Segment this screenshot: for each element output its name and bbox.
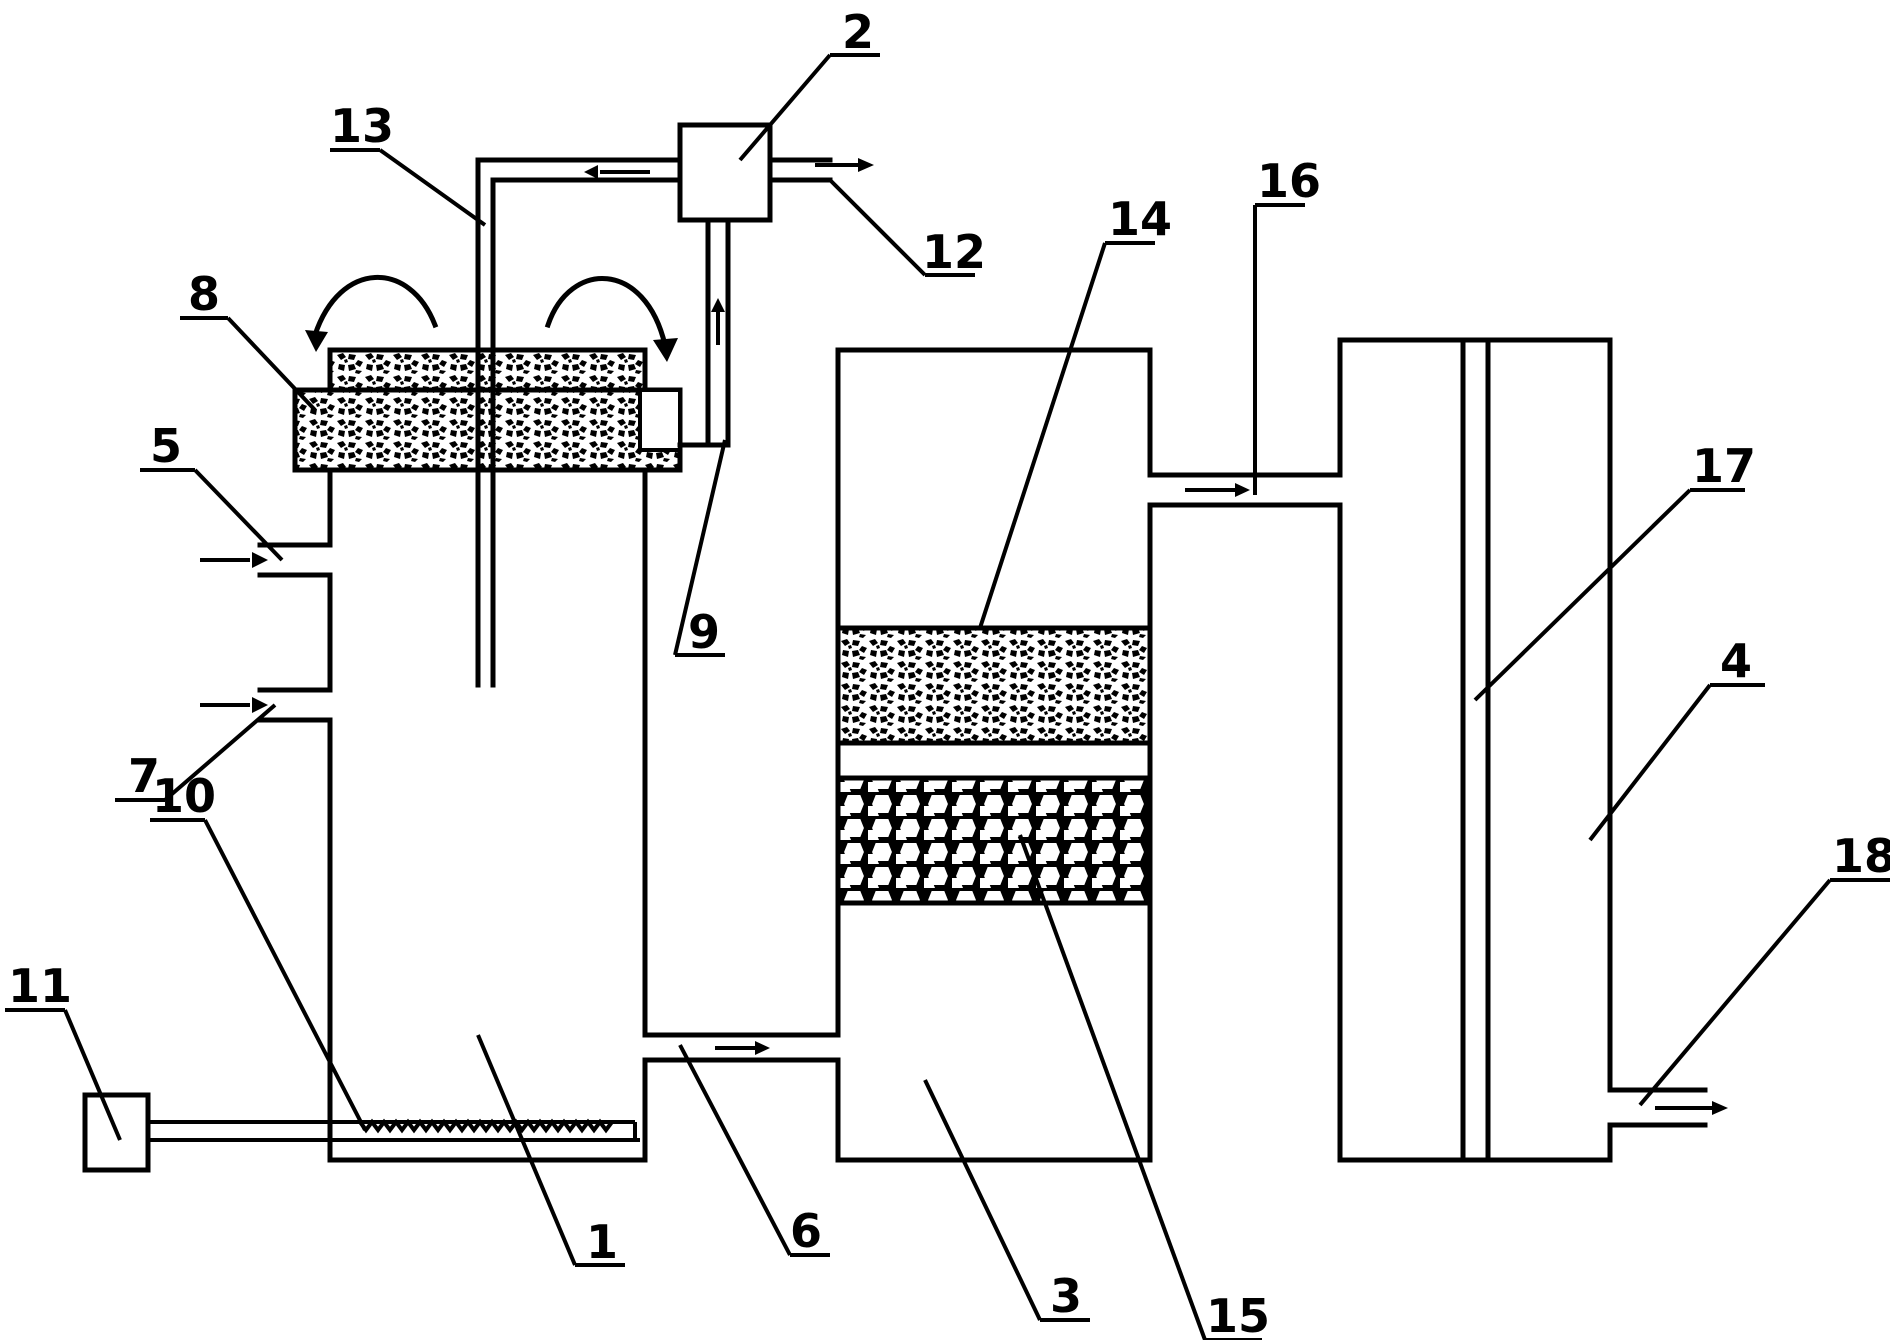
tank-3 [835, 347, 1153, 1163]
connect-pipe-16 [1147, 472, 1343, 508]
label-14: 14 [1108, 192, 1172, 246]
label-2: 2 [842, 5, 874, 59]
label-7: 7 [128, 749, 160, 803]
label-16: 16 [1257, 154, 1321, 208]
inlet-pipe-5 [200, 542, 333, 578]
filter-layer-14 [835, 625, 1153, 746]
label-5: 5 [150, 419, 182, 473]
label-13: 13 [330, 99, 394, 153]
blower-11 [82, 1092, 151, 1173]
label-4: 4 [1720, 634, 1752, 688]
label-9: 9 [688, 605, 720, 659]
label-6: 6 [790, 1204, 822, 1258]
filter-layer-15 [835, 775, 1153, 906]
label-17: 17 [1692, 439, 1756, 493]
label-1: 1 [586, 1215, 618, 1269]
flow-arrow-right [544, 276, 669, 349]
inlet-pipe-7 [200, 687, 333, 723]
connect-pipe-6 [642, 1032, 841, 1063]
label-3: 3 [1050, 1269, 1082, 1323]
leader-lines [5, 53, 1890, 1340]
aerator-teeth [358, 1118, 614, 1134]
return-pipe-13 [475, 157, 683, 688]
label-10: 10 [152, 769, 216, 823]
label-8: 8 [188, 267, 220, 321]
label-11: 11 [8, 959, 72, 1013]
label-15: 15 [1206, 1289, 1270, 1340]
filter-bed-8 [292, 347, 683, 473]
outlet-pipe-18 [1607, 1087, 1728, 1128]
tank-4 [1337, 337, 1613, 1163]
separator-2 [677, 122, 874, 448]
label-12: 12 [922, 225, 986, 279]
label-18: 18 [1832, 829, 1890, 883]
reactor-1 [150, 467, 648, 1163]
flow-arrow-left [311, 274, 439, 339]
